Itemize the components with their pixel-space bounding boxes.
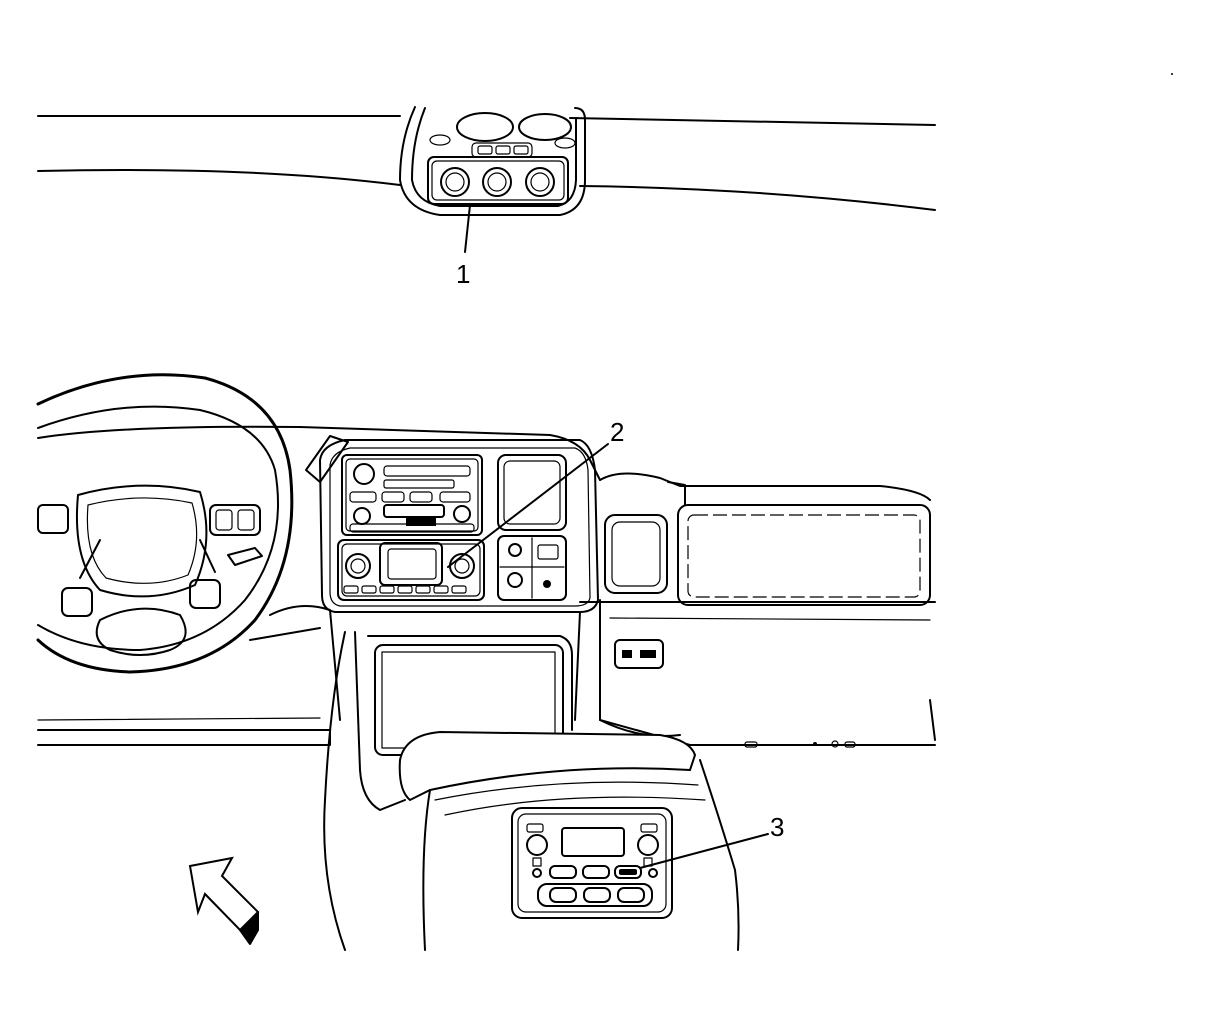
rear-console-armrest	[398, 730, 740, 951]
overhead-console	[399, 106, 586, 216]
instrument-panel	[37, 425, 936, 748]
callout-2: 2	[447, 417, 624, 568]
callout-2-label: 2	[610, 417, 624, 447]
headliner	[37, 115, 936, 211]
callout-1: 1	[456, 204, 471, 289]
preset-button-row	[343, 585, 467, 594]
callout-3: 3	[639, 812, 784, 869]
callout-3-label: 3	[770, 812, 784, 842]
callout-1-label: 1	[456, 259, 470, 289]
center-stack	[319, 439, 599, 613]
view-direction-arrow-icon	[188, 856, 260, 945]
steering-wheel	[36, 373, 349, 674]
